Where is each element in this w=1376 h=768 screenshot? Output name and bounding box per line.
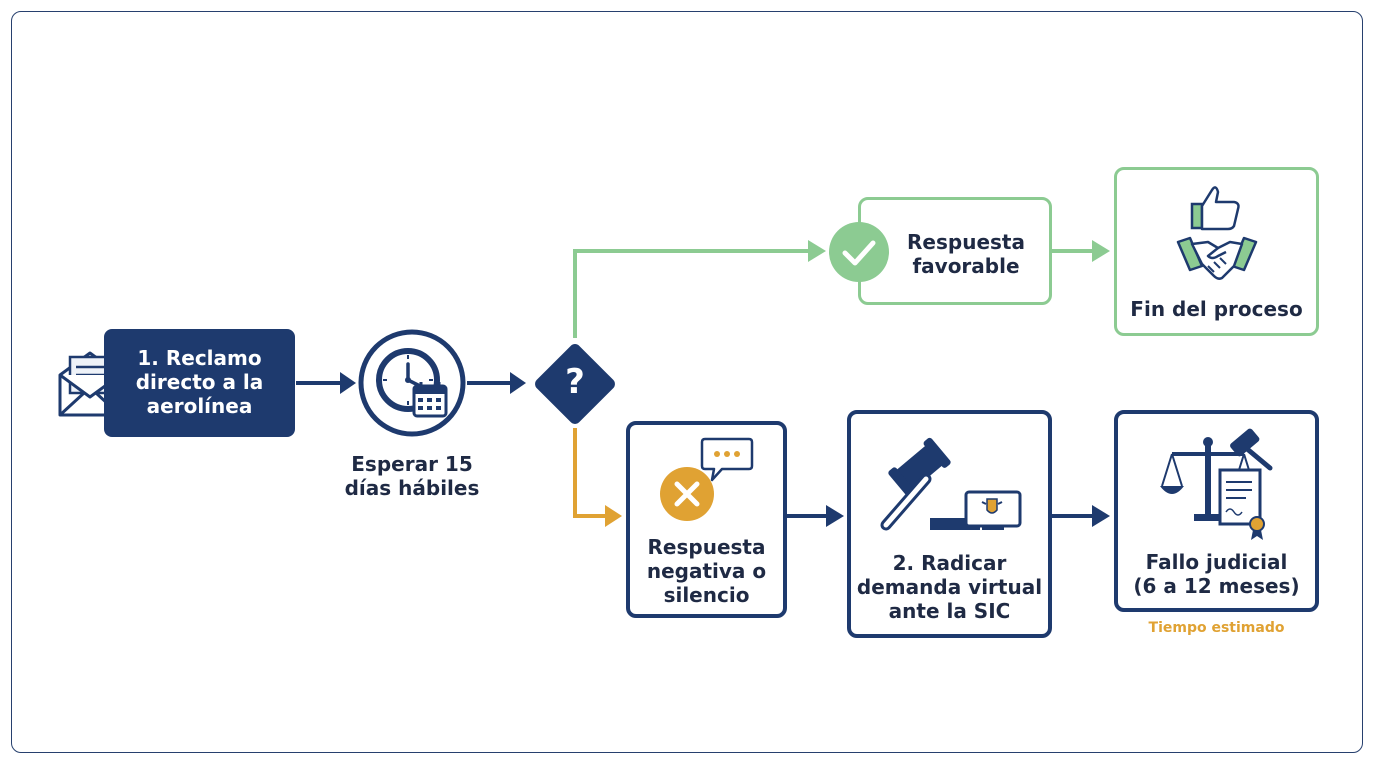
step-negativa-line-3: silencio (663, 583, 750, 607)
step-fin-label: Fin del proceso (1130, 297, 1303, 321)
tiempo-estimado-note: Tiempo estimado (1148, 620, 1285, 636)
step-negativa-line-1: Respuesta (647, 535, 766, 559)
arrow-negativa-to-radicar (787, 505, 844, 527)
step-radicar-line-3: ante la SIC (888, 599, 1011, 623)
step-esperar-line-2: días hábiles (344, 476, 480, 500)
step-reclamo-line-1: 1. Reclamo (137, 346, 262, 370)
arrow-favorable-to-fin (1052, 240, 1110, 262)
step-favorable-label: Respuesta favorable (891, 230, 1041, 278)
arrow-esperar-to-decision (467, 372, 526, 394)
decision-diamond (535, 344, 615, 424)
step-reclamo-directo: 1. Reclamo directo a la aerolínea (104, 329, 295, 437)
diagram-frame (11, 11, 1363, 753)
step-fallo-line-1: Fallo judicial (1145, 550, 1288, 574)
step-radicar-line-1: 2. Radicar (892, 551, 1007, 575)
arrow-radicar-to-fallo (1052, 505, 1110, 527)
step-favorable-line-2: favorable (912, 254, 1020, 278)
thumbs-up-handshake-icon (1176, 186, 1258, 280)
step-radicar-label: 2. Radicar demanda virtual ante la SIC (851, 551, 1048, 623)
arrow-reclamo-to-esperar (296, 372, 356, 394)
step-reclamo-label: 1. Reclamo directo a la aerolínea (104, 346, 295, 418)
step-esperar-line-1: Esperar 15 (351, 452, 473, 476)
step-negativa-line-2: negativa o (646, 559, 767, 583)
clock-calendar-icon (358, 329, 466, 437)
scales-of-justice-icon (1160, 428, 1273, 540)
gavel-icon (880, 437, 951, 531)
step-esperar-label: Esperar 15 días hábiles (340, 452, 484, 500)
step-favorable-line-1: Respuesta (907, 230, 1025, 254)
monitor-icon (930, 490, 1022, 530)
step-fallo-judicial: Fallo judicial (6 a 12 meses) (1114, 410, 1319, 612)
speech-bubble-icon (700, 437, 754, 482)
step-negativa-label: Respuesta negativa o silencio (630, 535, 783, 607)
step-fallo-label: Fallo judicial (6 a 12 meses) (1118, 550, 1315, 598)
step-reclamo-line-2: directo a la (135, 370, 264, 394)
step-fallo-line-2: (6 a 12 meses) (1133, 574, 1300, 598)
decision-question-mark: ? (565, 362, 585, 402)
step-reclamo-line-3: aerolínea (146, 394, 253, 418)
check-circle-icon (829, 222, 889, 282)
step-radicar-line-2: demanda virtual (856, 575, 1043, 599)
x-circle-icon (660, 467, 714, 521)
arrow-decision-to-favorable (573, 240, 826, 338)
arrow-decision-to-negativa (573, 428, 622, 527)
